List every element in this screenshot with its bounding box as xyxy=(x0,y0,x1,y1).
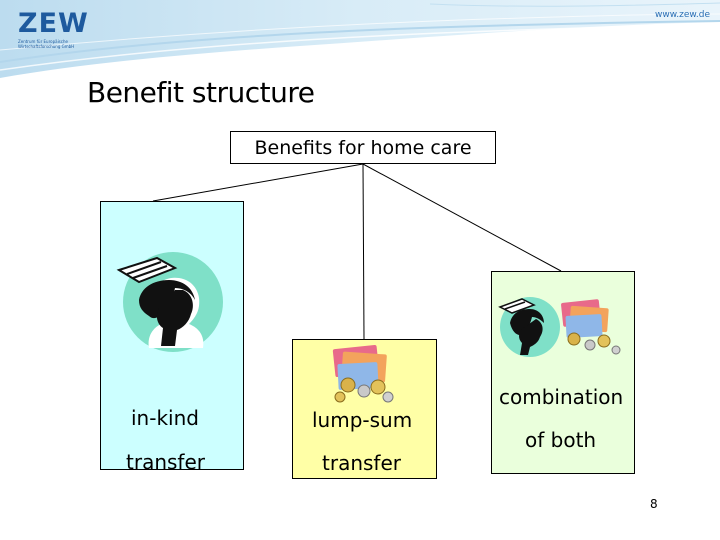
root-node: Benefits for home care xyxy=(230,131,496,164)
zew-logo: ZEW Zentrum für Europäische Wirtschaftsf… xyxy=(18,8,89,49)
logo-text: ZEW xyxy=(18,8,89,39)
branch-combination-line1: combination xyxy=(499,385,624,409)
nurse-icon xyxy=(116,252,223,352)
branch-combination-line2: of both xyxy=(525,428,597,452)
root-node-label: Benefits for home care xyxy=(254,136,472,159)
nurse-and-money-icon xyxy=(498,297,621,357)
branch-lumpsum-line1: lump-sum xyxy=(312,408,413,432)
page-number: 8 xyxy=(650,497,658,511)
header-wave-band xyxy=(0,0,720,78)
branch-lumpsum-line2: transfer xyxy=(322,451,401,475)
money-icon xyxy=(332,344,394,403)
logo-subtitle: Zentrum für Europäische Wirtschaftsforsc… xyxy=(18,39,75,49)
slide-title: Benefit structure xyxy=(87,76,315,109)
branch-inkind-line2: transfer xyxy=(126,450,205,474)
site-url: www.zew.de xyxy=(655,10,711,20)
branch-inkind-line1: in-kind xyxy=(131,406,199,430)
